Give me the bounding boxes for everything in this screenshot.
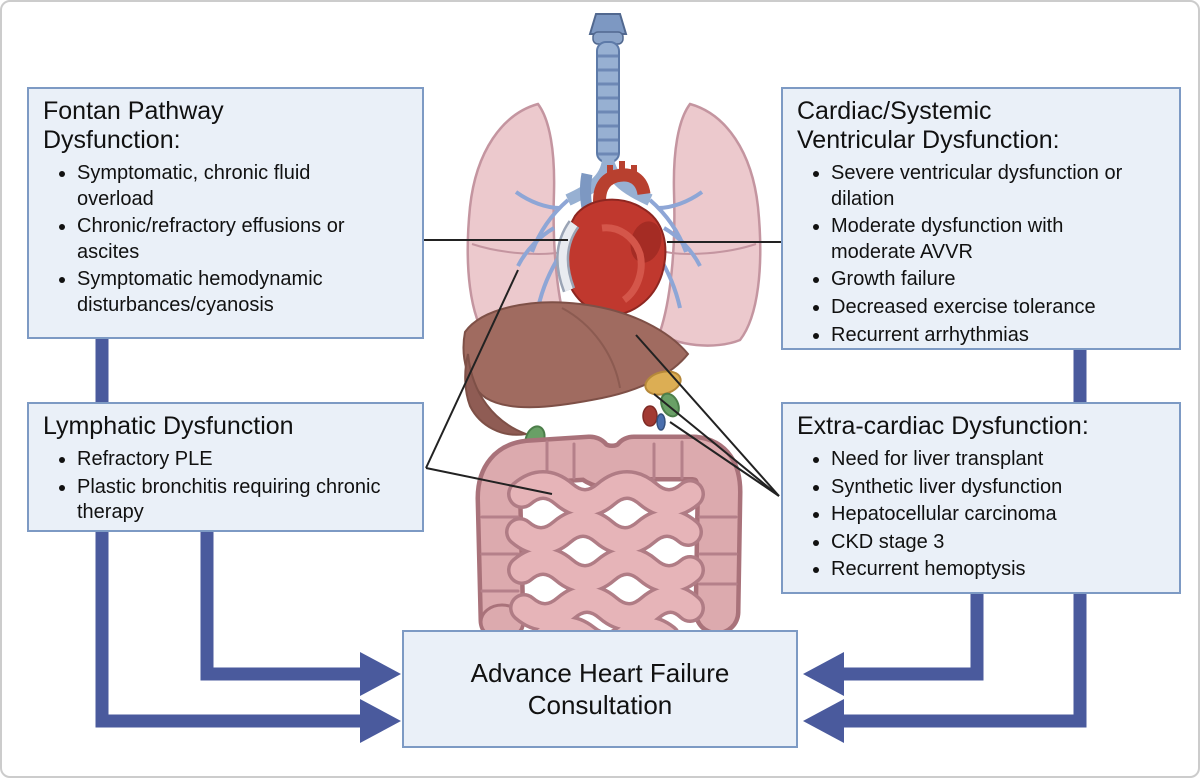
bullet-item: Synthetic liver dysfunction	[831, 475, 1136, 501]
bullet-item: Recurrent arrhythmias	[831, 323, 1136, 349]
arrowhead-right-upper	[803, 652, 844, 696]
bullet-item: Moderate dysfunction with moderate AVVR	[831, 214, 1136, 265]
fontan-pathway-dysfunction-box: Fontan Pathway Dysfunction: Symptomatic,…	[27, 87, 424, 339]
accessory-organs-illustration	[524, 370, 682, 453]
cardiac-ventricular-dysfunction-box: Cardiac/Systemic Ventricular Dysfunction…	[781, 87, 1181, 350]
anatomy-illustration	[462, 13, 762, 661]
small-intestine-illustration	[505, 470, 705, 661]
bullet-item: Chronic/refractory effusions or ascites	[77, 214, 382, 265]
lymphatic-dysfunction-box: Lymphatic Dysfunction Refractory PLEPlas…	[27, 402, 424, 532]
fontan-bullet-list: Symptomatic, chronic fluid overloadChron…	[43, 161, 408, 319]
bullet-item: Need for liver transplant	[831, 447, 1136, 473]
large-intestine-illustration	[475, 434, 743, 644]
bullet-item: Hepatocellular carcinoma	[831, 502, 1136, 528]
bullet-item: Symptomatic hemodynamic disturbances/cya…	[77, 267, 382, 318]
arrowhead-right-lower	[803, 699, 844, 743]
box-title-fontan: Fontan Pathway Dysfunction:	[43, 97, 224, 154]
bullet-item: CKD stage 3	[831, 530, 1136, 556]
connector-lines	[424, 239, 781, 497]
advance-heart-failure-consultation-box: Advance Heart Failure Consultation	[402, 630, 798, 748]
heart-illustration	[556, 161, 667, 316]
bullet-item: Recurrent hemoptysis	[831, 557, 1136, 583]
lymphatic-bullet-list: Refractory PLEPlastic bronchitis requiri…	[43, 447, 408, 526]
box-title-lymphatic: Lymphatic Dysfunction	[43, 412, 294, 440]
bullet-item: Refractory PLE	[77, 447, 382, 473]
cardiac-bullet-list: Severe ventricular dysfunction or dilati…	[797, 161, 1165, 348]
box-title-cardiac: Cardiac/Systemic Ventricular Dysfunction…	[797, 97, 1060, 154]
liver-illustration	[462, 301, 690, 436]
bullet-item: Decreased exercise tolerance	[831, 295, 1136, 321]
trachea-illustration	[565, 13, 653, 206]
lungs-illustration	[466, 102, 762, 347]
box-title-extracardiac: Extra-cardiac Dysfunction:	[797, 412, 1089, 440]
box-title-consultation: Advance Heart Failure Consultation	[470, 657, 730, 721]
bullet-item: Severe ventricular dysfunction or dilati…	[831, 161, 1136, 212]
extra-cardiac-dysfunction-box: Extra-cardiac Dysfunction: Need for live…	[781, 402, 1181, 594]
extracardiac-bullet-list: Need for liver transplantSynthetic liver…	[797, 447, 1165, 583]
bullet-item: Symptomatic, chronic fluid overload	[77, 161, 382, 212]
bronchial-branches	[514, 190, 704, 309]
bullet-item: Plastic bronchitis requiring chronic the…	[77, 475, 382, 526]
arrowhead-left-lower	[360, 699, 401, 743]
bullet-item: Growth failure	[831, 267, 1136, 293]
arrowhead-left-upper	[360, 652, 401, 696]
